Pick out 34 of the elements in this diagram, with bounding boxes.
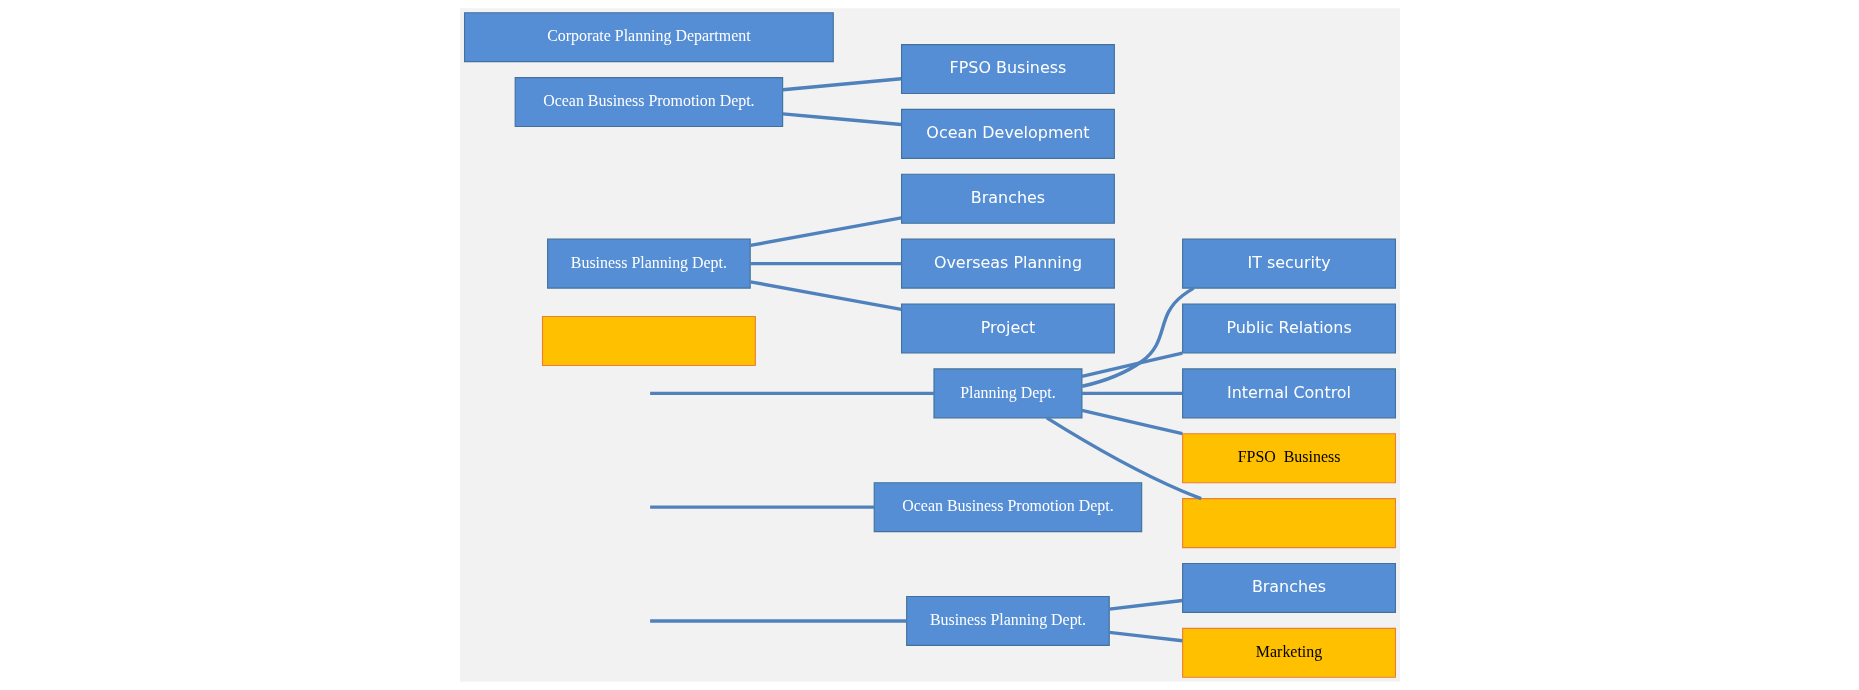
node-box: Marketing <box>1181 627 1396 678</box>
node-box: Public Relations <box>1181 303 1396 354</box>
node-box: Business Planning Dept. <box>905 595 1110 646</box>
node-box: Project <box>900 303 1115 354</box>
node-box: Ocean Business Promotion Dept. <box>514 77 783 128</box>
node-box <box>541 316 756 367</box>
node-box: Internal Control <box>1181 368 1396 419</box>
connector <box>782 112 901 127</box>
connector <box>782 77 901 92</box>
connector <box>749 280 902 311</box>
connector <box>1108 630 1183 643</box>
node-box: FPSO Business <box>1181 433 1396 484</box>
node-box: FPSO Business <box>900 44 1115 95</box>
connector <box>649 619 906 623</box>
connector <box>649 391 934 396</box>
node-box: Ocean Business Promotion Dept. <box>873 482 1142 533</box>
node-box: Corporate Planning Department <box>463 12 834 63</box>
connector <box>749 216 902 248</box>
node-box: Branches <box>900 173 1115 224</box>
connector <box>749 261 901 266</box>
connector <box>1081 408 1183 436</box>
node-box: Ocean Development <box>900 108 1115 159</box>
node-box: Planning Dept. <box>932 368 1082 419</box>
node-box: Business Planning Dept. <box>546 238 751 289</box>
connector <box>1045 416 1202 501</box>
connector <box>1081 286 1195 388</box>
connector <box>1081 391 1182 396</box>
node-box <box>1181 498 1396 549</box>
connector <box>649 505 874 509</box>
node-box: Branches <box>1181 562 1396 613</box>
connector <box>1081 351 1183 379</box>
connector <box>1108 598 1183 611</box>
node-box: IT security <box>1181 238 1396 289</box>
node-box: Overseas Planning <box>900 238 1115 289</box>
